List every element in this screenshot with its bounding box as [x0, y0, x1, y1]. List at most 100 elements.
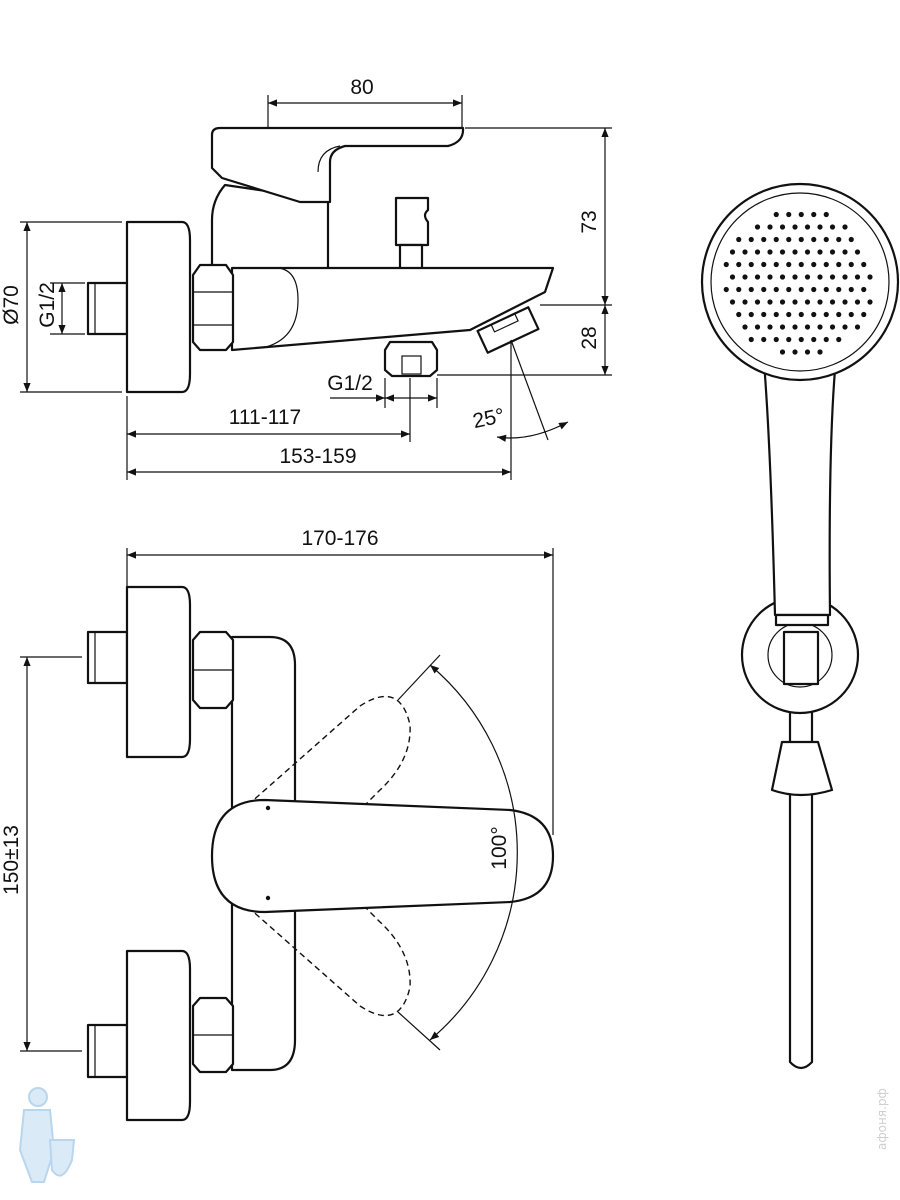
nozzle-dot	[736, 261, 742, 268]
nozzle-dot	[804, 349, 811, 355]
nozzle-dot	[736, 286, 742, 293]
nozzle-dot	[811, 236, 817, 243]
nozzle-dot	[836, 336, 842, 343]
nozzle-dot	[742, 299, 748, 305]
nozzle-dot	[823, 236, 829, 243]
nozzle-dot	[836, 261, 842, 268]
nozzle-dot	[817, 224, 823, 230]
nozzle-dot	[829, 324, 836, 330]
dim-aerator-angle-label: 25°	[471, 404, 507, 433]
nozzle-dot	[842, 224, 848, 230]
nozzle-dot	[786, 311, 792, 318]
nozzle-dot	[792, 324, 798, 330]
nozzle-dot	[729, 274, 736, 280]
nozzle-dot	[811, 336, 817, 343]
nozzle-dot	[773, 236, 779, 243]
dim-flange-diameter-label: Ø70	[0, 285, 23, 325]
nozzle-dot	[786, 286, 792, 293]
nozzle-dot	[748, 236, 754, 243]
dim-inlet-thread-label: G1/2	[36, 282, 59, 328]
lever-handle	[210, 126, 465, 204]
nozzle-dot	[842, 249, 848, 255]
nozzle-dot	[867, 274, 873, 280]
nozzle-dot	[861, 311, 867, 318]
nozzle-dot	[767, 324, 773, 330]
hose-cone	[770, 740, 834, 797]
nozzle-dot	[848, 286, 854, 293]
nozzle-dot	[792, 224, 798, 230]
nozzle-dot	[742, 249, 748, 255]
nozzle-dot	[798, 211, 804, 218]
nozzle-dot	[854, 324, 861, 330]
nozzle-dot	[754, 299, 761, 305]
nozzle-dot	[823, 261, 829, 268]
nozzle-dot	[811, 261, 817, 268]
nozzle-dot	[817, 349, 823, 355]
mascot-logo	[18, 1087, 76, 1183]
nozzle-dot	[761, 336, 767, 343]
nozzle-dot	[736, 236, 742, 243]
nozzle-dot	[761, 311, 767, 318]
hex-nut	[191, 263, 235, 352]
nozzle-dot	[829, 249, 836, 255]
nozzle-dot	[723, 261, 729, 268]
dim-outlet-distance-label: 111-117	[229, 406, 301, 429]
nozzle-dot	[748, 311, 754, 318]
nozzle-dot	[848, 236, 854, 243]
nozzle-dot	[811, 286, 817, 293]
nozzle-dot	[804, 224, 811, 230]
nozzle-dot	[842, 299, 848, 305]
nozzle-dot	[823, 336, 829, 343]
nozzle-dot	[773, 336, 779, 343]
nozzle-dot	[836, 286, 842, 293]
outlet-connector	[383, 340, 439, 378]
nozzle-dot	[761, 286, 767, 293]
dim-handle-width-label: 80	[350, 76, 373, 99]
shower-nozzles	[723, 211, 873, 355]
nozzle-dot	[729, 299, 736, 305]
dim-inlet-spacing-label: 150±13	[0, 825, 23, 895]
aerator	[476, 306, 540, 354]
nozzle-dot	[792, 349, 798, 355]
nozzle-dot	[817, 249, 823, 255]
nozzle-dot	[804, 324, 811, 330]
dim-height-top-label: 73	[578, 210, 601, 233]
nozzle-dot	[786, 261, 792, 268]
hand-shower	[700, 182, 900, 1070]
shower-head	[700, 182, 900, 382]
nozzle-dot	[779, 349, 786, 355]
nozzle-dot	[779, 324, 786, 330]
nozzle-dot	[829, 274, 836, 280]
nozzle-dot	[754, 324, 761, 330]
handle-alt-position-lower	[239, 841, 411, 1017]
lever-handle-top	[210, 798, 555, 914]
nozzle-dot	[773, 211, 779, 218]
nozzle-dot	[867, 299, 873, 305]
nozzle-dot	[836, 236, 842, 243]
nozzle-dot	[779, 224, 786, 230]
nozzle-dot	[836, 311, 842, 318]
nozzle-dot	[811, 311, 817, 318]
nozzle-dot	[773, 311, 779, 318]
nozzle-dot	[854, 299, 861, 305]
nozzle-dot	[742, 274, 748, 280]
nozzle-dot	[786, 211, 792, 218]
nozzle-dot	[817, 274, 823, 280]
nozzle-dot	[767, 249, 773, 255]
nozzle-dot	[861, 286, 867, 293]
dim-total-length-label: 170-176	[301, 527, 378, 550]
nozzle-dot	[804, 249, 811, 255]
shower-handle	[760, 338, 840, 617]
nozzle-dot	[767, 274, 773, 280]
nozzle-dot	[817, 299, 823, 305]
nozzle-dot	[773, 261, 779, 268]
handle-alt-position-upper	[239, 695, 411, 871]
diverter-stem	[398, 243, 424, 271]
nozzle-dot	[786, 336, 792, 343]
nozzle-dot	[786, 236, 792, 243]
nozzle-dot	[854, 274, 861, 280]
nozzle-dot	[804, 274, 811, 280]
nozzle-dot	[792, 249, 798, 255]
